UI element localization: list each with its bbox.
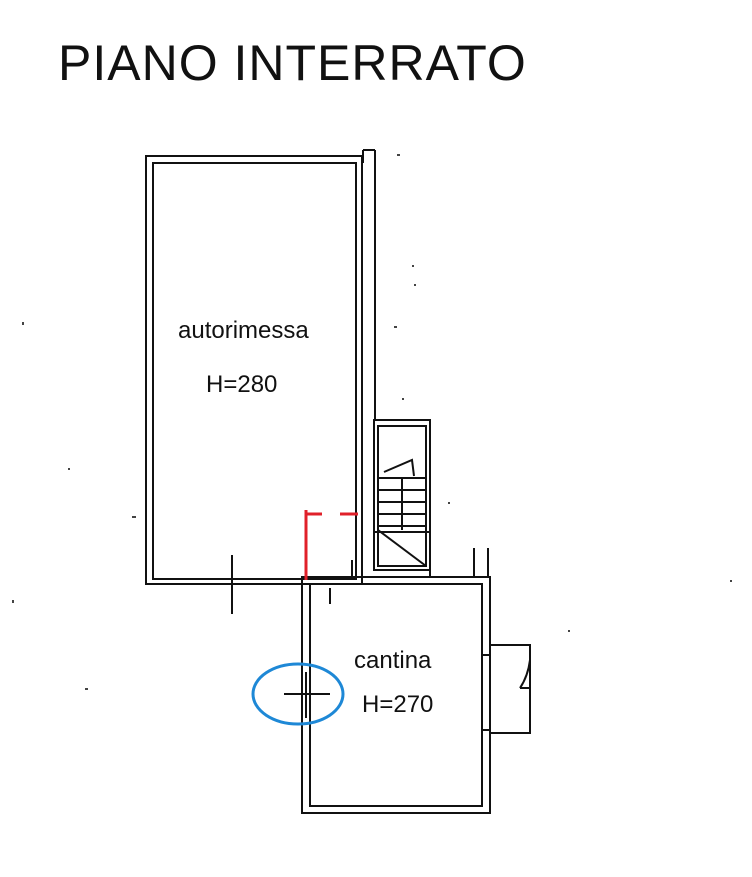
tick-marks (231, 555, 353, 718)
cellar-window (481, 644, 531, 734)
stair-block (373, 419, 431, 571)
garage-walls (145, 149, 376, 585)
scan-specks (12, 154, 732, 690)
garage-height: H=280 (206, 371, 277, 398)
red-markup (304, 510, 358, 580)
cellar-walls (301, 548, 491, 814)
cellar-name: cantina (354, 647, 432, 674)
garage-name: autorimessa (178, 317, 309, 344)
blue-circle-annotation (251, 662, 345, 726)
plan-title: PIANO INTERRATO (58, 35, 527, 91)
cellar-height: H=270 (362, 691, 433, 718)
